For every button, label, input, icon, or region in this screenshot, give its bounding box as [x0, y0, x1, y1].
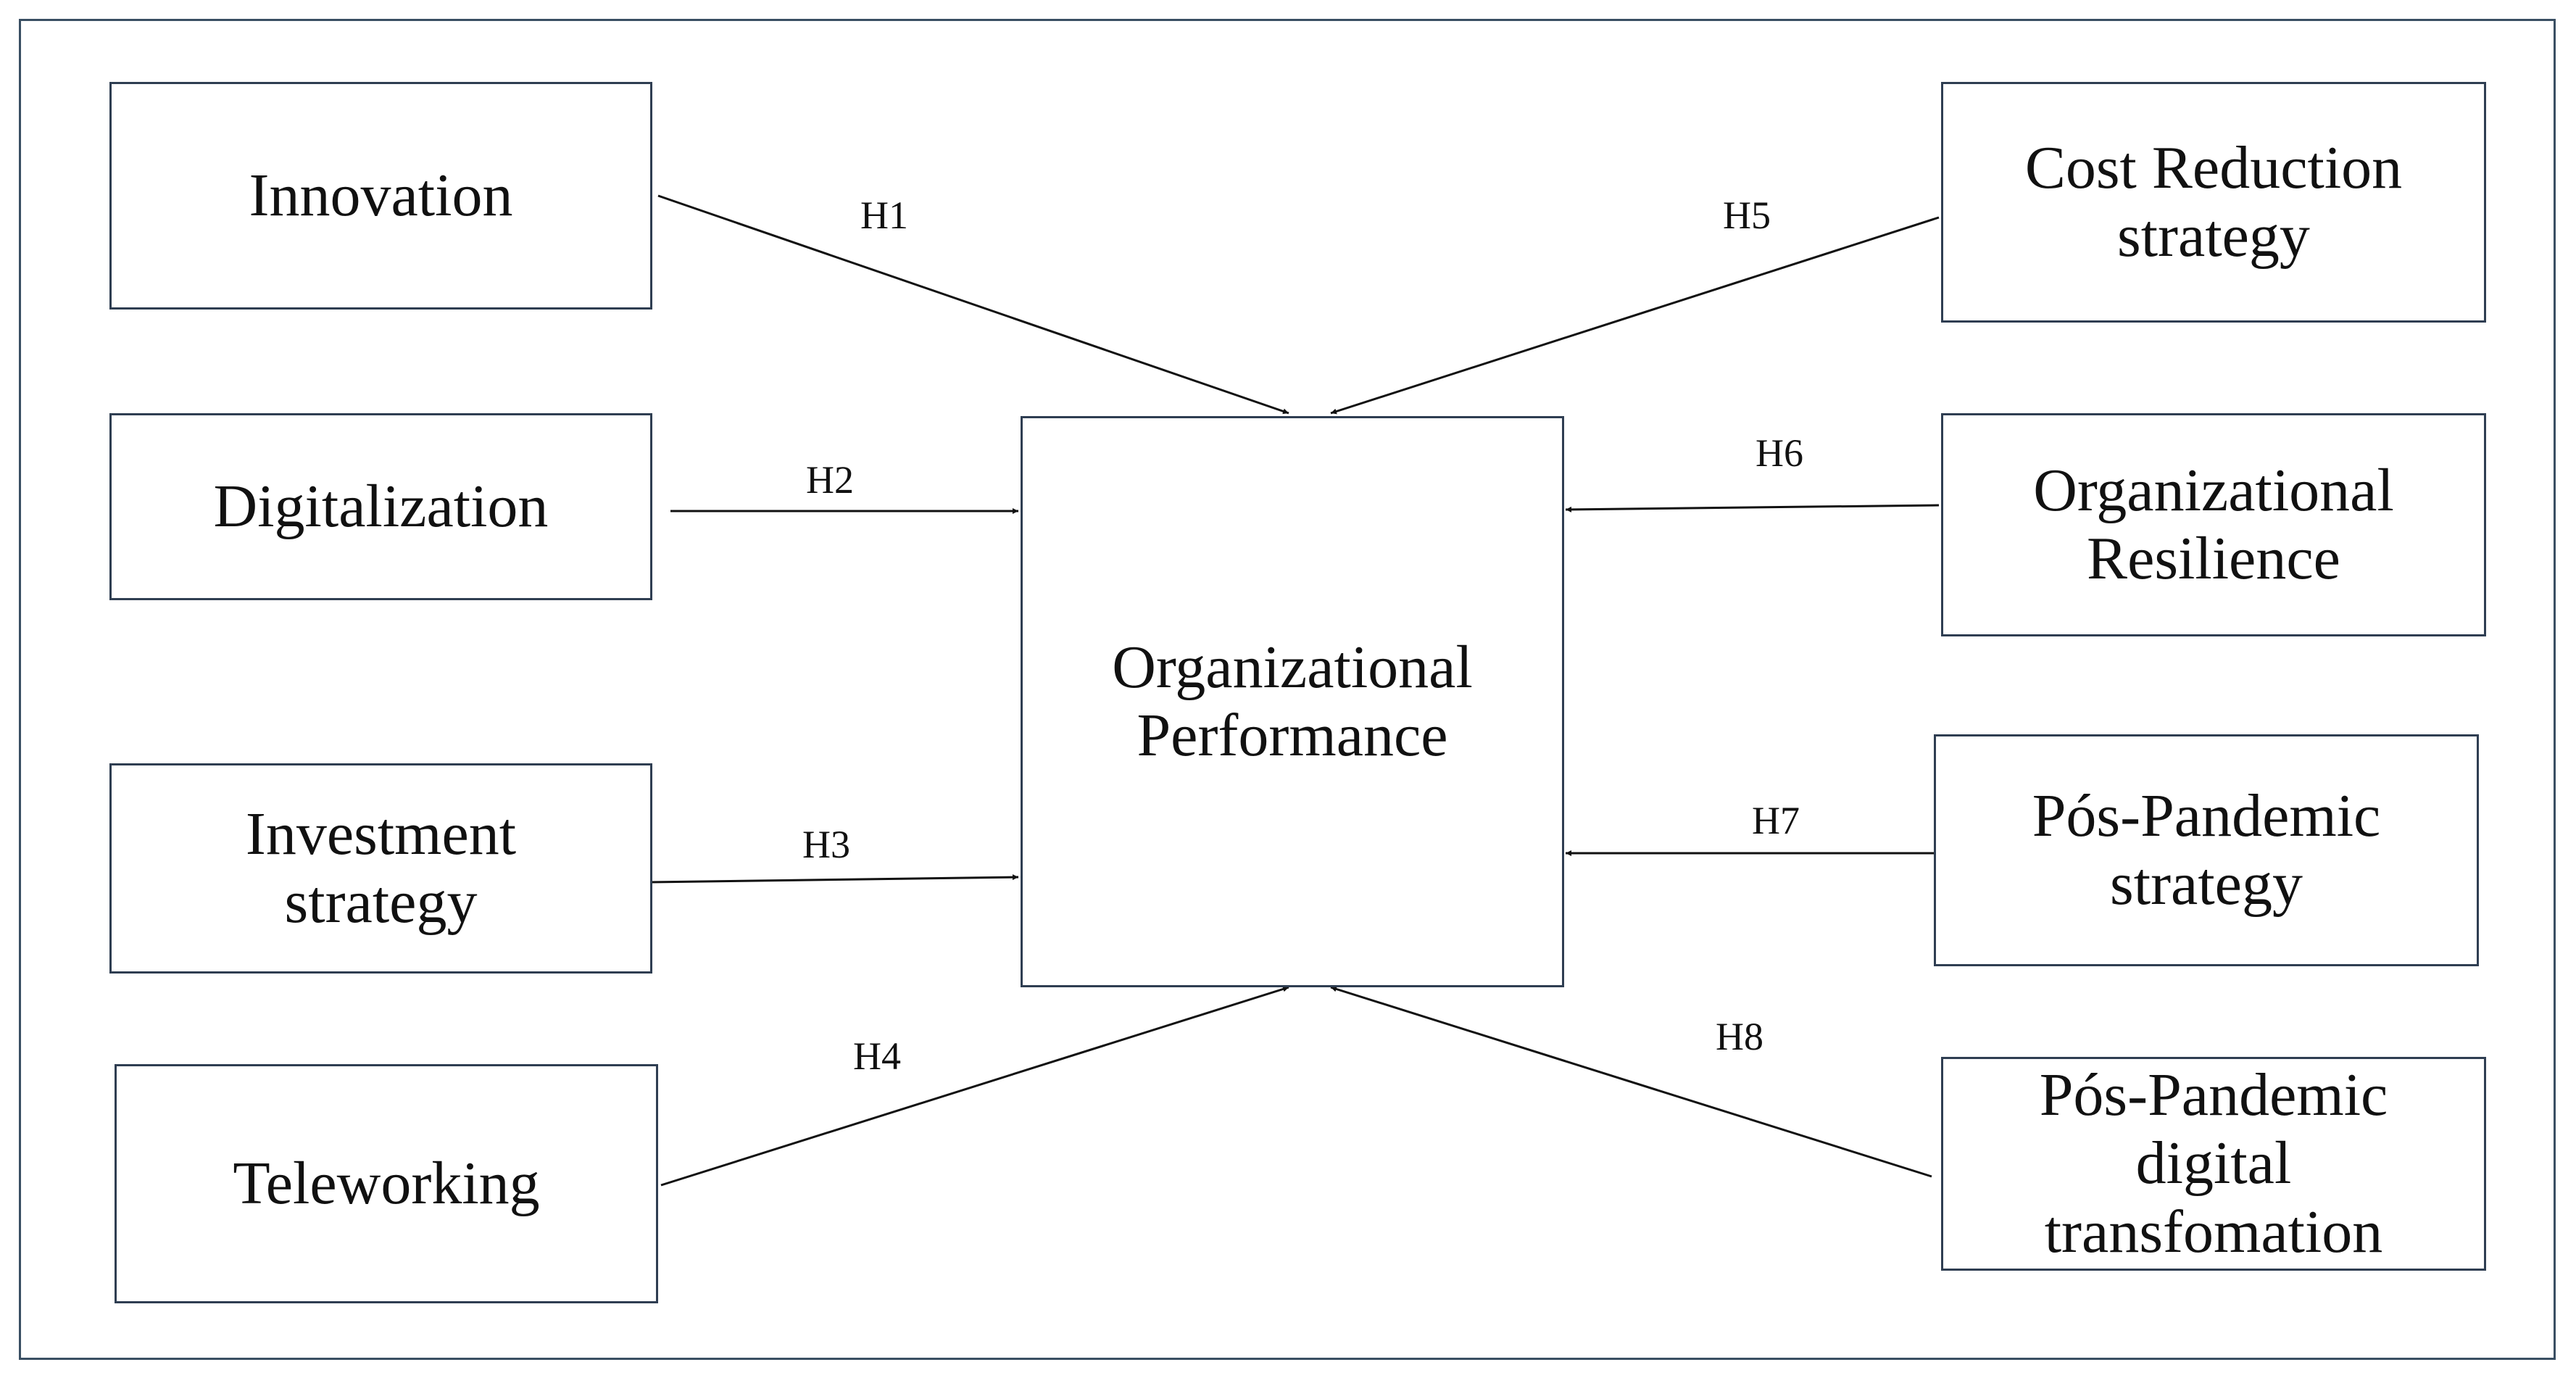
- node-pos-pandemic-digital-line-3: transfomation: [2044, 1198, 2383, 1266]
- edge-h4: [660, 986, 1289, 1187]
- node-cost-reduction-line-2: strategy: [2117, 202, 2310, 270]
- node-cost-reduction-strategy: Cost Reduction strategy: [1941, 82, 2486, 323]
- node-digitalization: Digitalization: [109, 413, 652, 600]
- node-investment-strategy: Investment strategy: [109, 763, 652, 974]
- node-cost-reduction-line-1: Cost Reduction: [2024, 133, 2403, 202]
- node-innovation-label: Innovation: [249, 161, 513, 229]
- node-pos-pandemic-digital-line-2: digital: [2135, 1129, 2292, 1198]
- node-organizational-resilience: Organizational Resilience: [1941, 413, 2486, 636]
- hypothesis-label-h3: H3: [802, 823, 850, 866]
- hypothesis-label-h5: H5: [1723, 194, 1771, 237]
- edge-h6: [1565, 504, 1940, 512]
- diagram-frame: [19, 19, 2556, 1360]
- center-node-line-2: Performance: [1137, 702, 1448, 769]
- node-digitalization-label: Digitalization: [213, 472, 549, 540]
- node-investment-strategy-line-2: strategy: [284, 868, 478, 936]
- center-node-organizational-performance: Organizational Performance: [1021, 416, 1564, 987]
- hypothesis-label-h4: H4: [853, 1034, 901, 1078]
- node-teleworking: Teleworking: [115, 1064, 658, 1303]
- hypothesis-label-h8: H8: [1716, 1015, 1763, 1058]
- node-pos-pandemic-strategy-line-2: strategy: [2110, 850, 2303, 918]
- hypothesis-label-h6: H6: [1756, 431, 1803, 475]
- node-organizational-resilience-line-2: Resilience: [2087, 525, 2340, 592]
- edge-h5: [1330, 216, 1940, 415]
- hypothesis-label-h1: H1: [860, 194, 908, 237]
- edge-h3: [649, 874, 1019, 884]
- node-investment-strategy-line-1: Investment: [245, 800, 517, 868]
- node-innovation: Innovation: [109, 82, 652, 310]
- node-pos-pandemic-digital-line-1: Pós-Pandemic: [2039, 1061, 2388, 1129]
- node-teleworking-label: Teleworking: [233, 1149, 540, 1217]
- edge-h8: [1330, 986, 1932, 1178]
- node-pos-pandemic-strategy-line-1: Pós-Pandemic: [2032, 781, 2381, 850]
- hypothesis-label-h2: H2: [806, 458, 854, 502]
- node-pos-pandemic-digital-transformation: Pós-Pandemic digital transfomation: [1941, 1057, 2486, 1271]
- node-organizational-resilience-line-1: Organizational: [2033, 456, 2394, 524]
- hypothesis-label-h7: H7: [1752, 799, 1800, 842]
- edge-h1: [657, 194, 1289, 415]
- node-pos-pandemic-strategy: Pós-Pandemic strategy: [1934, 734, 2479, 966]
- center-node-line-1: Organizational: [1112, 633, 1473, 701]
